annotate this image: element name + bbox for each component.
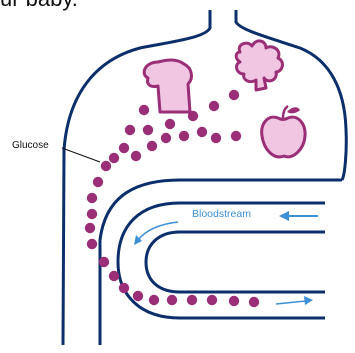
bloodstream-vessel-inner <box>146 232 325 292</box>
glucose-dot <box>101 161 111 171</box>
glucose-dots <box>85 90 259 307</box>
glucose-dot <box>87 239 97 249</box>
bread-icon <box>144 60 191 112</box>
glucose-dot <box>131 151 141 161</box>
glucose-dot <box>229 296 239 306</box>
glucose-dot <box>149 295 159 305</box>
glucose-dot <box>85 223 95 233</box>
glucose-dot <box>187 295 197 305</box>
glucose-dot <box>87 193 97 203</box>
glucose-dot <box>188 111 198 121</box>
apple-icon <box>262 106 305 157</box>
arrow-bottom-right <box>276 296 313 305</box>
glucose-dot <box>119 283 129 293</box>
broccoli-icon <box>236 41 282 90</box>
arrow-top-right <box>279 211 318 221</box>
cropped-header-text: ur baby. <box>0 0 78 12</box>
glucose-dot <box>119 143 129 153</box>
glucose-dot <box>147 141 157 151</box>
glucose-dot <box>165 119 175 129</box>
glucose-dot <box>167 295 177 305</box>
glucose-dot <box>133 291 143 301</box>
glucose-dot <box>231 131 241 141</box>
glucose-dot <box>211 133 221 143</box>
glucose-dot <box>229 90 239 100</box>
intestine-inner-wall <box>100 180 342 345</box>
glucose-dot <box>179 131 189 141</box>
glucose-dot <box>249 297 259 307</box>
glucose-dot <box>99 257 109 267</box>
glucose-dot <box>109 271 119 281</box>
glucose-dot <box>197 127 207 137</box>
glucose-dot <box>207 295 217 305</box>
bloodstream-label: Bloodstream <box>192 208 251 220</box>
glucose-dot <box>87 209 97 219</box>
glucose-dot <box>209 101 219 111</box>
glucose-pointer-line <box>62 148 100 162</box>
glucose-dot <box>161 133 171 143</box>
glucose-dot <box>109 153 119 163</box>
glucose-dot <box>143 125 153 135</box>
glucose-dot <box>93 177 103 187</box>
glucose-dot <box>125 125 135 135</box>
glucose-label: Glucose <box>12 140 49 151</box>
glucose-dot <box>139 105 149 115</box>
